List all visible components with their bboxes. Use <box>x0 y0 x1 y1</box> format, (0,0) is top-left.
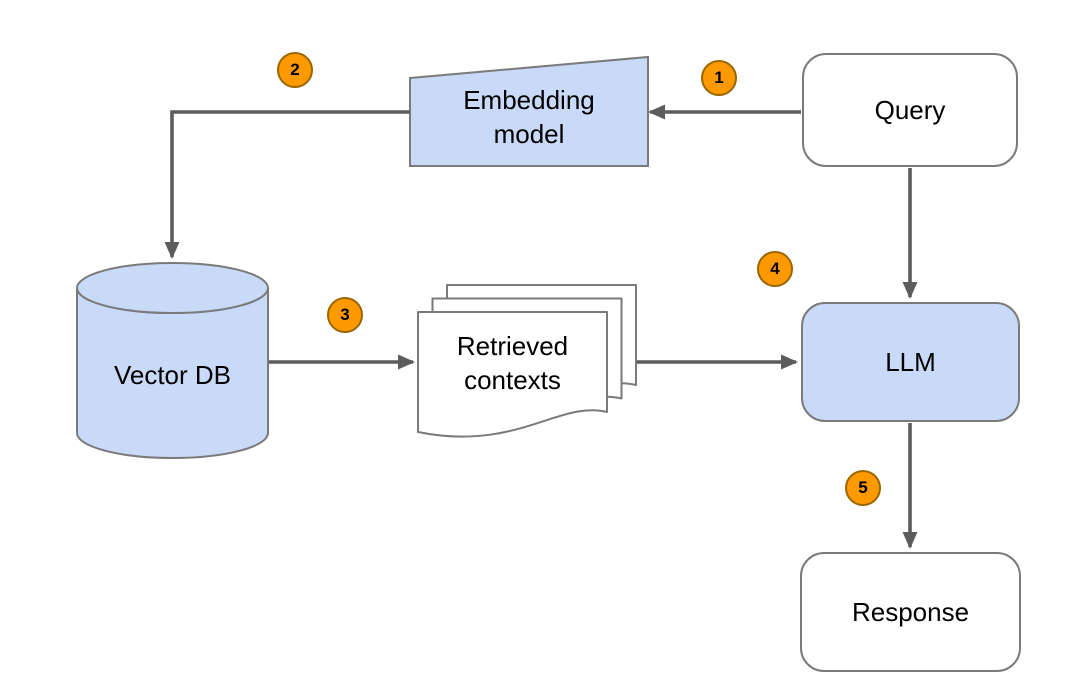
vector-db-shape <box>76 262 269 459</box>
embedding-model-label-line1: Embedding <box>463 85 595 115</box>
arrow-embedding-to-vectordb <box>164 110 410 259</box>
embedding-model-label-line2: model <box>493 119 565 149</box>
step-badge-5: 5 <box>845 470 881 506</box>
step-badge-4: 4 <box>757 251 793 287</box>
retrieved-contexts-label: Retrieved contexts <box>418 312 607 414</box>
embedding-model-label: Embedding model <box>410 69 648 165</box>
retrieved-contexts-label-line1: Retrieved <box>456 331 569 361</box>
vector-db-cylinder-top <box>76 262 269 314</box>
retrieved-contexts-label-line2: contexts <box>464 365 561 395</box>
step-badge-1: 1 <box>701 60 737 96</box>
query-label: Query <box>874 95 946 125</box>
document-page-front <box>417 311 608 438</box>
retrieved-contexts-shape <box>417 284 637 438</box>
node-response: Response <box>800 552 1021 672</box>
node-query: Query <box>802 53 1018 167</box>
llm-label: LLM <box>885 347 936 377</box>
embedding-model-shape <box>409 55 649 167</box>
step-badge-2: 2 <box>277 52 313 88</box>
vector-db-label: Vector DB <box>77 358 268 392</box>
response-label: Response <box>851 597 970 627</box>
node-llm: LLM <box>801 302 1020 422</box>
vector-db-label-text: Vector DB <box>113 360 232 390</box>
step-badge-3: 3 <box>327 297 363 333</box>
